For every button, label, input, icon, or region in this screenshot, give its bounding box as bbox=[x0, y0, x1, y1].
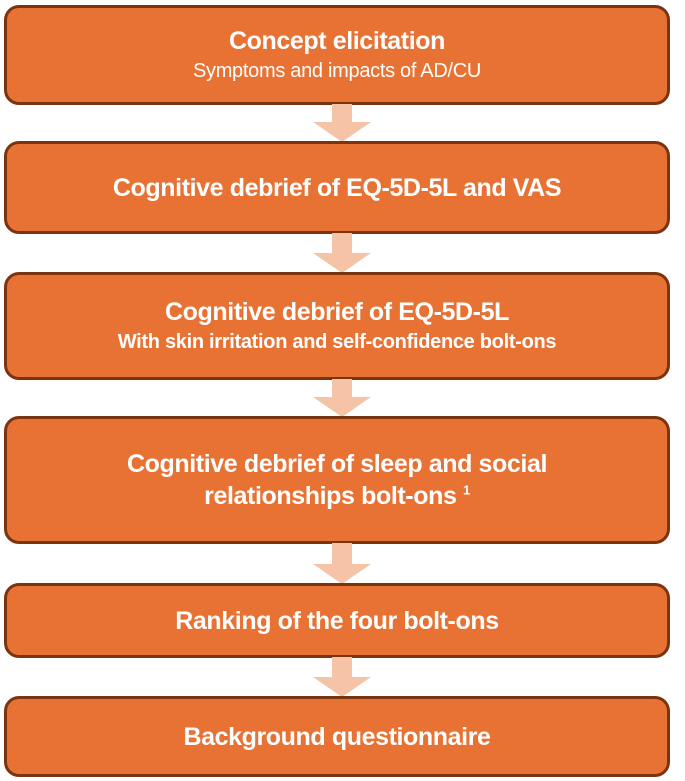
step-debrief-eq5d-bolt-ons: Cognitive debrief of EQ-5D-5L With skin … bbox=[4, 272, 670, 380]
step-debrief-eq5d-vas: Cognitive debrief of EQ-5D-5L and VAS bbox=[4, 141, 670, 234]
step-title: Concept elicitation bbox=[228, 27, 446, 55]
step-concept-elicitation: Concept elicitation Symptoms and impacts… bbox=[4, 5, 670, 105]
step-title: Ranking of the four bolt-ons bbox=[175, 606, 499, 635]
step-title: Background questionnaire bbox=[183, 722, 491, 751]
down-arrow-icon bbox=[313, 379, 371, 417]
step-background-questionnaire: Background questionnaire bbox=[4, 696, 670, 777]
down-arrow-icon bbox=[313, 104, 371, 142]
step-ranking-bolt-ons: Ranking of the four bolt-ons bbox=[4, 583, 670, 658]
down-arrow-icon bbox=[313, 657, 371, 697]
footnote-marker: 1 bbox=[463, 482, 470, 498]
step-subtitle: Symptoms and impacts of AD/CU bbox=[192, 60, 482, 82]
step-title: Cognitive debrief of EQ-5D-5L bbox=[165, 298, 509, 326]
step-subtitle: With skin irritation and self-confidence… bbox=[117, 331, 557, 353]
step-title-line1: Cognitive debrief of sleep and social bbox=[126, 450, 547, 478]
step-title: Cognitive debrief of EQ-5D-5L and VAS bbox=[112, 173, 562, 202]
down-arrow-icon bbox=[313, 233, 371, 273]
down-arrow-icon bbox=[313, 543, 371, 584]
step-title-line2: relationships bolt-ons 1 bbox=[204, 480, 470, 512]
step-debrief-sleep-social: Cognitive debrief of sleep and social re… bbox=[4, 416, 670, 544]
step-title-line2-text: relationships bolt-ons bbox=[204, 482, 457, 510]
